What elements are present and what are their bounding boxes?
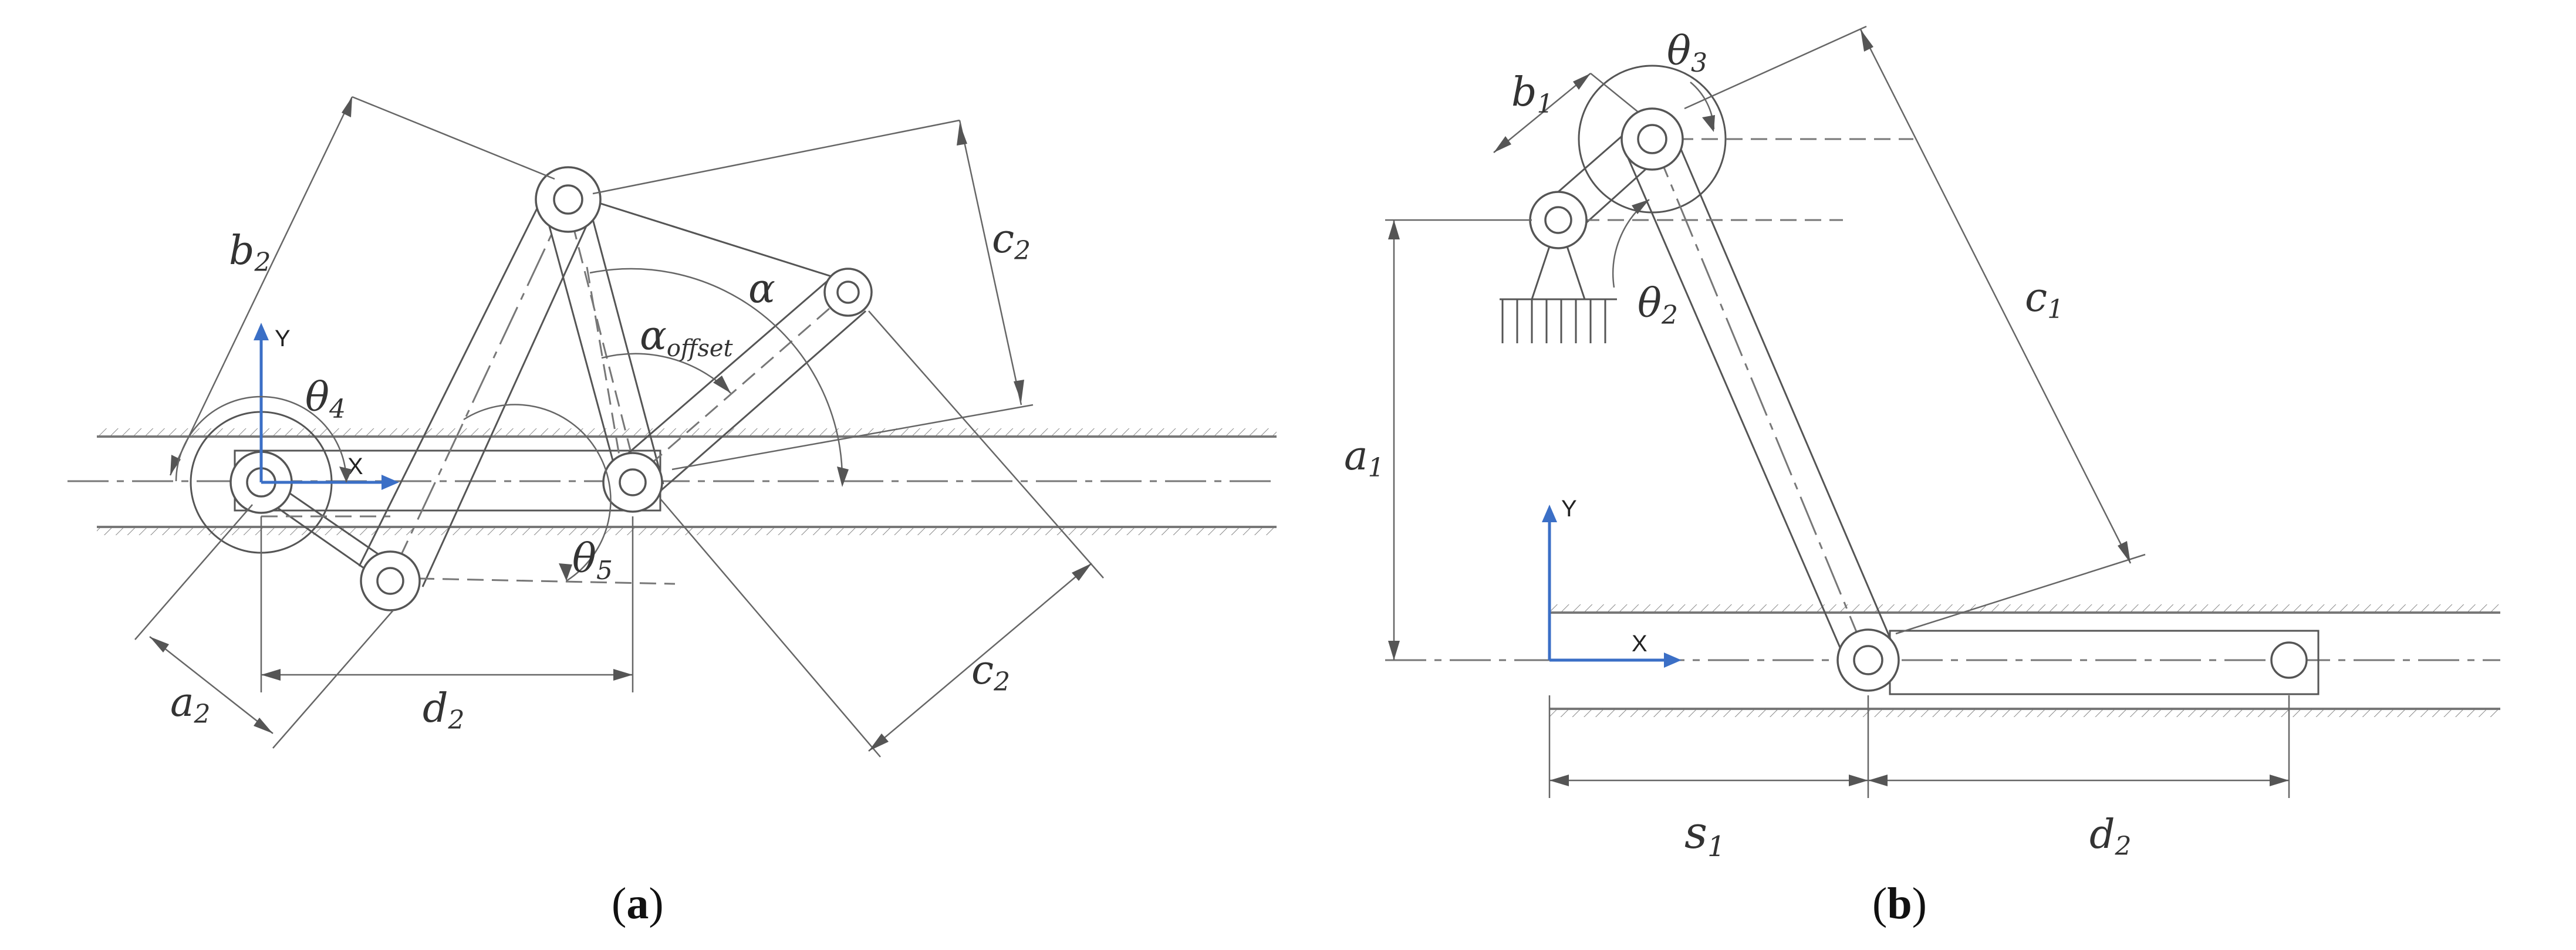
axis-x-label-a: X xyxy=(347,454,363,479)
link-top-to-slider xyxy=(542,199,664,485)
label-theta5: θ5 xyxy=(572,536,613,586)
arc-alpha xyxy=(589,268,843,485)
label-s1: s1 xyxy=(1684,806,1726,863)
label-alpha: α xyxy=(748,266,775,312)
dim-b1 xyxy=(1493,73,1638,153)
arc-theta5 xyxy=(463,404,612,582)
joint-top-a xyxy=(535,166,602,233)
dim-a2 xyxy=(134,504,394,749)
axis-y-label-a: Y xyxy=(275,326,291,351)
caption-b: (b) xyxy=(1872,879,1927,928)
dim-s1 xyxy=(1548,695,1869,798)
link-rocker xyxy=(616,275,866,500)
dim-c1 xyxy=(1684,25,2146,635)
dim-d2-b xyxy=(1868,695,2290,798)
panel-b: Y X xyxy=(1344,25,2500,928)
arc-theta4 xyxy=(175,395,347,483)
label-c2-top: c2 xyxy=(992,216,1031,266)
label-theta3: θ3 xyxy=(1667,28,1707,78)
ref-dash-alpha xyxy=(586,266,623,473)
dim-c2-top xyxy=(592,119,1034,471)
joint-slider-a xyxy=(602,452,663,513)
axis-y-label-b: Y xyxy=(1561,496,1577,522)
label-c2-bottom: c2 xyxy=(971,647,1010,697)
dim-b2 xyxy=(169,96,555,476)
label-a2: a2 xyxy=(170,679,211,729)
joint-slider-b xyxy=(1836,628,1900,692)
slider-block-b xyxy=(1889,630,2320,695)
label-d2-a: d2 xyxy=(423,685,465,735)
label-theta2: θ2 xyxy=(1638,280,1678,330)
axes-a xyxy=(254,323,399,490)
link-b2 xyxy=(358,184,597,587)
label-alpha-offset: αoffset xyxy=(640,313,734,362)
label-theta4: θ4 xyxy=(305,374,346,424)
joint-lower-a xyxy=(360,550,421,611)
axis-x-label-b: X xyxy=(1632,631,1647,657)
rail-track-a xyxy=(97,428,1277,535)
caption-a: (a) xyxy=(612,879,664,928)
link-c1 xyxy=(1625,138,1897,661)
ground-pivot-b xyxy=(1500,217,1617,343)
label-b2: b2 xyxy=(229,228,271,278)
ref-dash-lower xyxy=(393,577,676,585)
label-d2-b: d2 xyxy=(2089,812,2132,861)
dim-c2-bottom xyxy=(660,310,1104,758)
label-a1: a1 xyxy=(1344,433,1385,483)
panel-a: Y X xyxy=(67,96,1277,928)
top-to-right-link xyxy=(569,192,849,283)
joint-right-a xyxy=(823,268,873,317)
joint-crank-b xyxy=(1620,107,1684,171)
label-c1: c1 xyxy=(2025,275,2064,324)
joint-ground-b xyxy=(1529,191,1588,249)
joint-slider-end-b xyxy=(2270,641,2308,679)
dim-a1 xyxy=(1385,219,1532,660)
rail-track-b xyxy=(1549,604,2500,717)
axes-b xyxy=(1542,505,1682,668)
label-b1: b1 xyxy=(1511,69,1554,119)
dim-d2-a xyxy=(260,516,634,692)
